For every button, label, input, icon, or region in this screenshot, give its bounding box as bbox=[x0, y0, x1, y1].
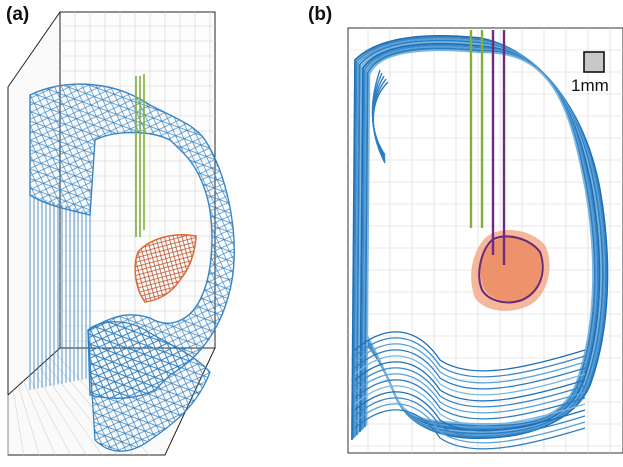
panel-b-probes bbox=[469, 30, 506, 265]
panel-b: (b) 1mm bbox=[308, 4, 623, 454]
panel-b-target-region bbox=[471, 229, 550, 311]
panel-b-label: (b) bbox=[308, 4, 332, 25]
panel-a-brain-mesh bbox=[29, 83, 235, 452]
panel-a-label: (a) bbox=[6, 4, 29, 25]
panel-a-target-region bbox=[134, 234, 197, 303]
panel-a: (a) bbox=[6, 4, 235, 456]
scale-bar-label: 1mm bbox=[571, 76, 609, 95]
panel-a-probes bbox=[135, 74, 145, 237]
panel-b-target-outline bbox=[478, 235, 544, 304]
panel-b-brain-outlines bbox=[351, 34, 609, 450]
panel-b-scale-bar: 1mm bbox=[571, 51, 609, 95]
